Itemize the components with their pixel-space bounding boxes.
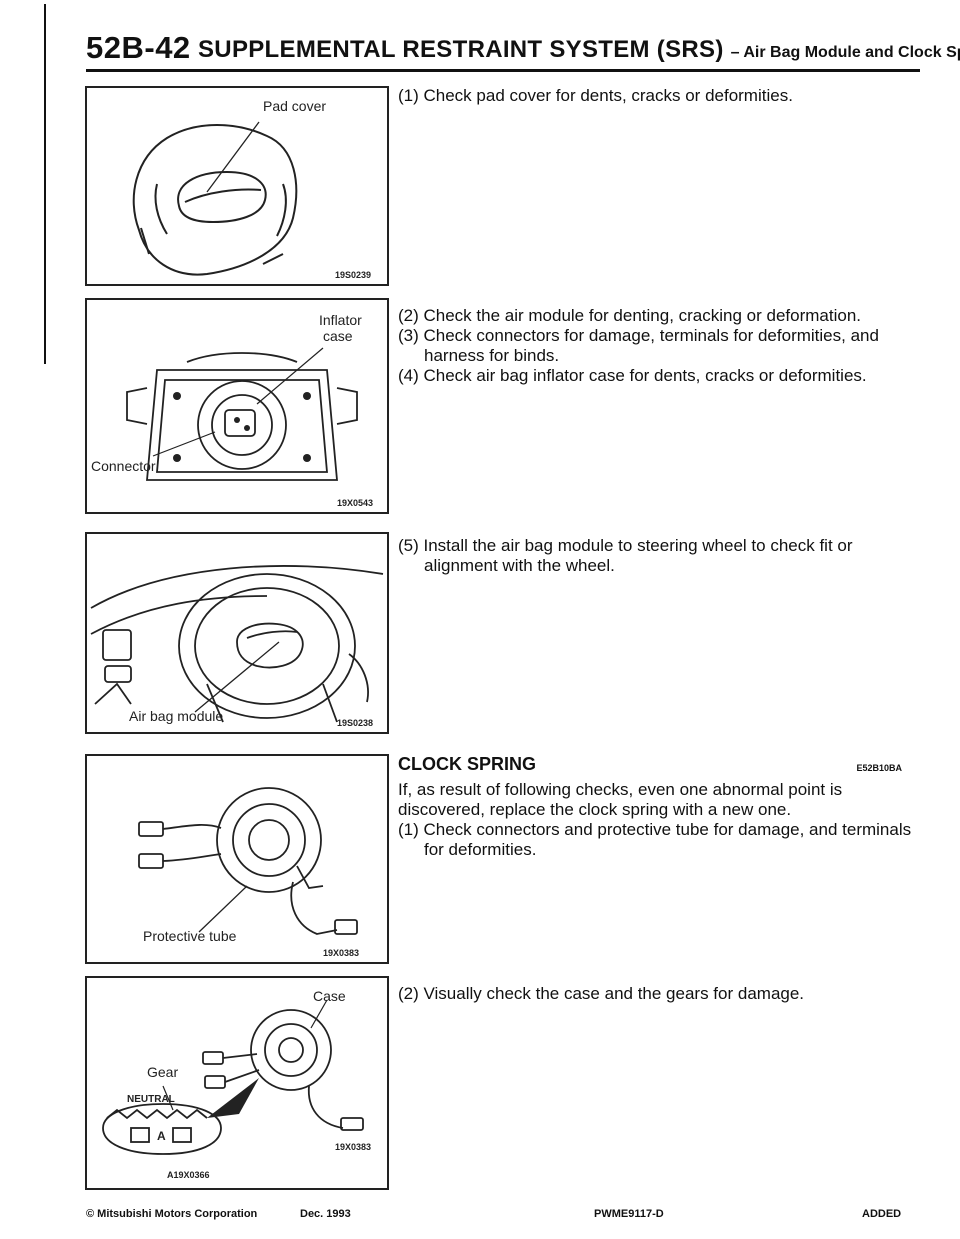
text-block-clock-spring: CLOCK SPRING E52B10BA If, as result of fo… [398, 754, 918, 860]
section-number: 52B-42 [86, 30, 191, 65]
figure-code: 19X0383 [335, 1142, 372, 1152]
step-4: (4) Check air bag inflator case for dent… [398, 366, 867, 385]
step-3: (3) Check connectors for damage, termina… [398, 326, 879, 365]
section-heading-clock-spring: CLOCK SPRING E52B10BA [398, 754, 918, 774]
text-block-pad-cover: (1) Check pad cover for dents, cracks or… [398, 86, 918, 106]
header-rule [86, 69, 920, 72]
title-subtitle: – Air Bag Module and Clock Spring [730, 44, 960, 61]
text-block-module: (2) Check the air module for denting, cr… [398, 306, 918, 386]
figure-case-gear: A Case Gear NEUTRAL 19X0383 A19X0366 [85, 976, 389, 1190]
footer-date: Dec. 1993 [300, 1208, 351, 1220]
title-main: SUPPLEMENTAL RESTRAINT SYSTEM (SRS) [198, 36, 724, 63]
figure-protective-tube: Protective tube 19X0383 [85, 754, 389, 964]
figure-inflator-case: Inflator case Connector 19X0543 [85, 298, 389, 514]
figure-code-secondary: A19X0366 [167, 1170, 210, 1180]
label-gear: Gear [147, 1064, 179, 1080]
heading-text: CLOCK SPRING [398, 754, 537, 774]
pad-cover-drawing [132, 121, 298, 276]
clock-step-2: (2) Visually check the case and the gear… [398, 984, 805, 1003]
clock-step-1: (1) Check connectors and protective tube… [398, 820, 912, 859]
footer-status: ADDED [862, 1208, 902, 1220]
label-case: case [323, 328, 353, 344]
label-inflator: Inflator [319, 312, 362, 328]
dashboard-drawing [90, 565, 384, 723]
figure-code: 19X0383 [323, 948, 360, 958]
label-pad-cover: Pad cover [263, 98, 327, 114]
page-title: SUPPLEMENTAL RESTRAINT SYSTEM (SRS) – Ai… [198, 36, 960, 64]
figure-air-bag-module: Air bag module 19S0238 [85, 532, 389, 734]
step-5: (5) Install the air bag module to steeri… [398, 536, 853, 575]
text-block-install: (5) Install the air bag module to steeri… [398, 536, 918, 576]
figure-pad-cover: Pad cover 19S0239 [85, 86, 389, 286]
page-header: 52B-42 SUPPLEMENTAL RESTRAINT SYSTEM (SR… [86, 22, 960, 74]
label-case: Case [313, 988, 346, 1004]
label-air-bag-module: Air bag module [129, 708, 224, 724]
footer-doc-code: PWME9117-D [594, 1208, 664, 1220]
section-code: E52B10BA [856, 763, 902, 773]
label-neutral: NEUTRAL [127, 1094, 175, 1105]
figure-code: 19S0239 [335, 270, 372, 280]
label-protective-tube: Protective tube [143, 928, 237, 944]
figure-code: 19X0543 [337, 498, 374, 508]
inflator-drawing [126, 347, 358, 481]
footer-copyright: © Mitsubishi Motors Corporation [86, 1208, 258, 1220]
margin-rule [44, 4, 46, 364]
case-gear-drawing: A [102, 999, 364, 1155]
step-1: (1) Check pad cover for dents, cracks or… [398, 86, 793, 105]
step-2: (2) Check the air module for denting, cr… [398, 306, 862, 325]
svg-text:A: A [157, 1129, 166, 1143]
label-connector: Connector [91, 458, 156, 474]
figure-code: 19S0238 [337, 718, 374, 728]
clock-intro: If, as result of following checks, even … [398, 780, 843, 819]
clock-spring-drawing [138, 787, 358, 935]
text-block-case-gear: (2) Visually check the case and the gear… [398, 984, 918, 1004]
